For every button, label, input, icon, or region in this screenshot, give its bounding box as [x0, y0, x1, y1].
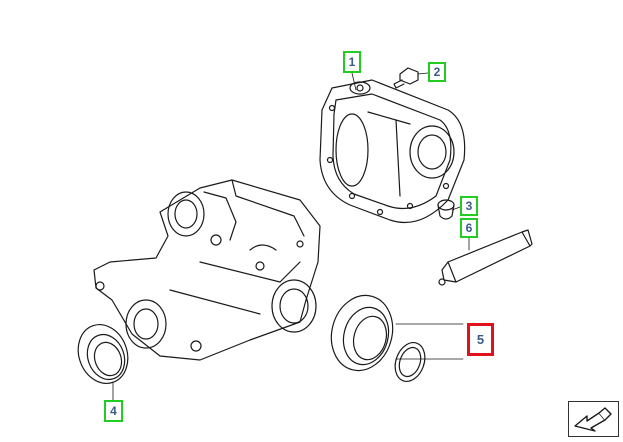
callout-5-selected[interactable]: 5 [467, 323, 494, 356]
shaft-seal-left [77, 324, 129, 384]
back-button[interactable] [568, 401, 619, 437]
callout-3[interactable]: 3 [460, 196, 478, 216]
differential-cover [319, 79, 466, 224]
o-ring [394, 342, 426, 382]
callout-2[interactable]: 2 [428, 62, 446, 82]
sealant-tube [438, 229, 533, 286]
callout-1[interactable]: 1 [343, 51, 361, 73]
shaft-seal-right [330, 294, 394, 372]
callout-6[interactable]: 6 [460, 218, 478, 238]
back-arrow-icon [574, 407, 612, 432]
bolt [393, 67, 419, 89]
callout-4[interactable]: 4 [104, 400, 123, 422]
leader-lines [112, 72, 470, 401]
plug [437, 199, 455, 220]
differential-housing [93, 179, 321, 361]
